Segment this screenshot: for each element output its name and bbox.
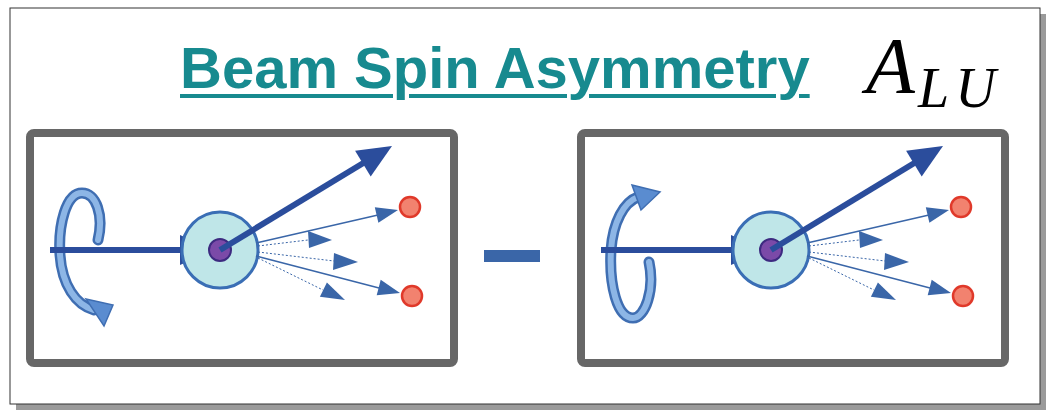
hadron-arrowhead bbox=[377, 280, 400, 295]
dotted-arrowhead bbox=[308, 231, 332, 248]
dotted-arrowhead bbox=[333, 253, 358, 270]
symbol-letter: A bbox=[866, 22, 915, 110]
beam-line bbox=[50, 247, 184, 253]
spin-ring bbox=[611, 197, 651, 318]
lepton-arrowhead bbox=[355, 146, 392, 176]
spin-arrow bbox=[60, 193, 113, 326]
hadron-dot bbox=[402, 286, 422, 306]
spin-arrowhead bbox=[86, 299, 113, 326]
dotted-arrowhead bbox=[884, 253, 909, 270]
dotted-track bbox=[258, 252, 334, 261]
dotted-track bbox=[809, 252, 885, 261]
lepton-arrowhead bbox=[906, 146, 943, 176]
hadron-track bbox=[256, 256, 379, 288]
hadron-dot bbox=[951, 197, 971, 217]
hadron-arrowhead bbox=[926, 207, 949, 223]
dotted-track bbox=[258, 240, 308, 246]
diagram-title: Beam Spin Asymmetry bbox=[180, 39, 810, 97]
dotted-arrowhead bbox=[859, 231, 883, 248]
hadron-arrowhead bbox=[375, 207, 398, 223]
hadron-track bbox=[807, 256, 930, 288]
minus-sign bbox=[484, 250, 540, 262]
scattering-scene bbox=[601, 146, 973, 306]
beam-line bbox=[601, 247, 735, 253]
dotted-track bbox=[809, 240, 859, 246]
hadron-dot bbox=[400, 197, 420, 217]
dotted-track bbox=[809, 258, 874, 290]
hadron-dot bbox=[953, 286, 973, 306]
scattering-scene bbox=[50, 146, 422, 306]
panel-frame bbox=[30, 133, 454, 363]
spin-ring bbox=[611, 197, 651, 318]
dotted-arrowhead bbox=[320, 282, 345, 300]
outer-frame bbox=[10, 8, 1040, 404]
scattered-lepton bbox=[220, 162, 365, 250]
panel-frame bbox=[581, 133, 1005, 363]
dotted-track bbox=[258, 258, 323, 290]
hadron-arrowhead bbox=[928, 280, 951, 295]
symbol-subscript: LU bbox=[918, 58, 1002, 120]
spin-arrowhead bbox=[632, 185, 660, 210]
dotted-arrowhead bbox=[871, 282, 896, 300]
scattered-lepton bbox=[771, 162, 916, 250]
